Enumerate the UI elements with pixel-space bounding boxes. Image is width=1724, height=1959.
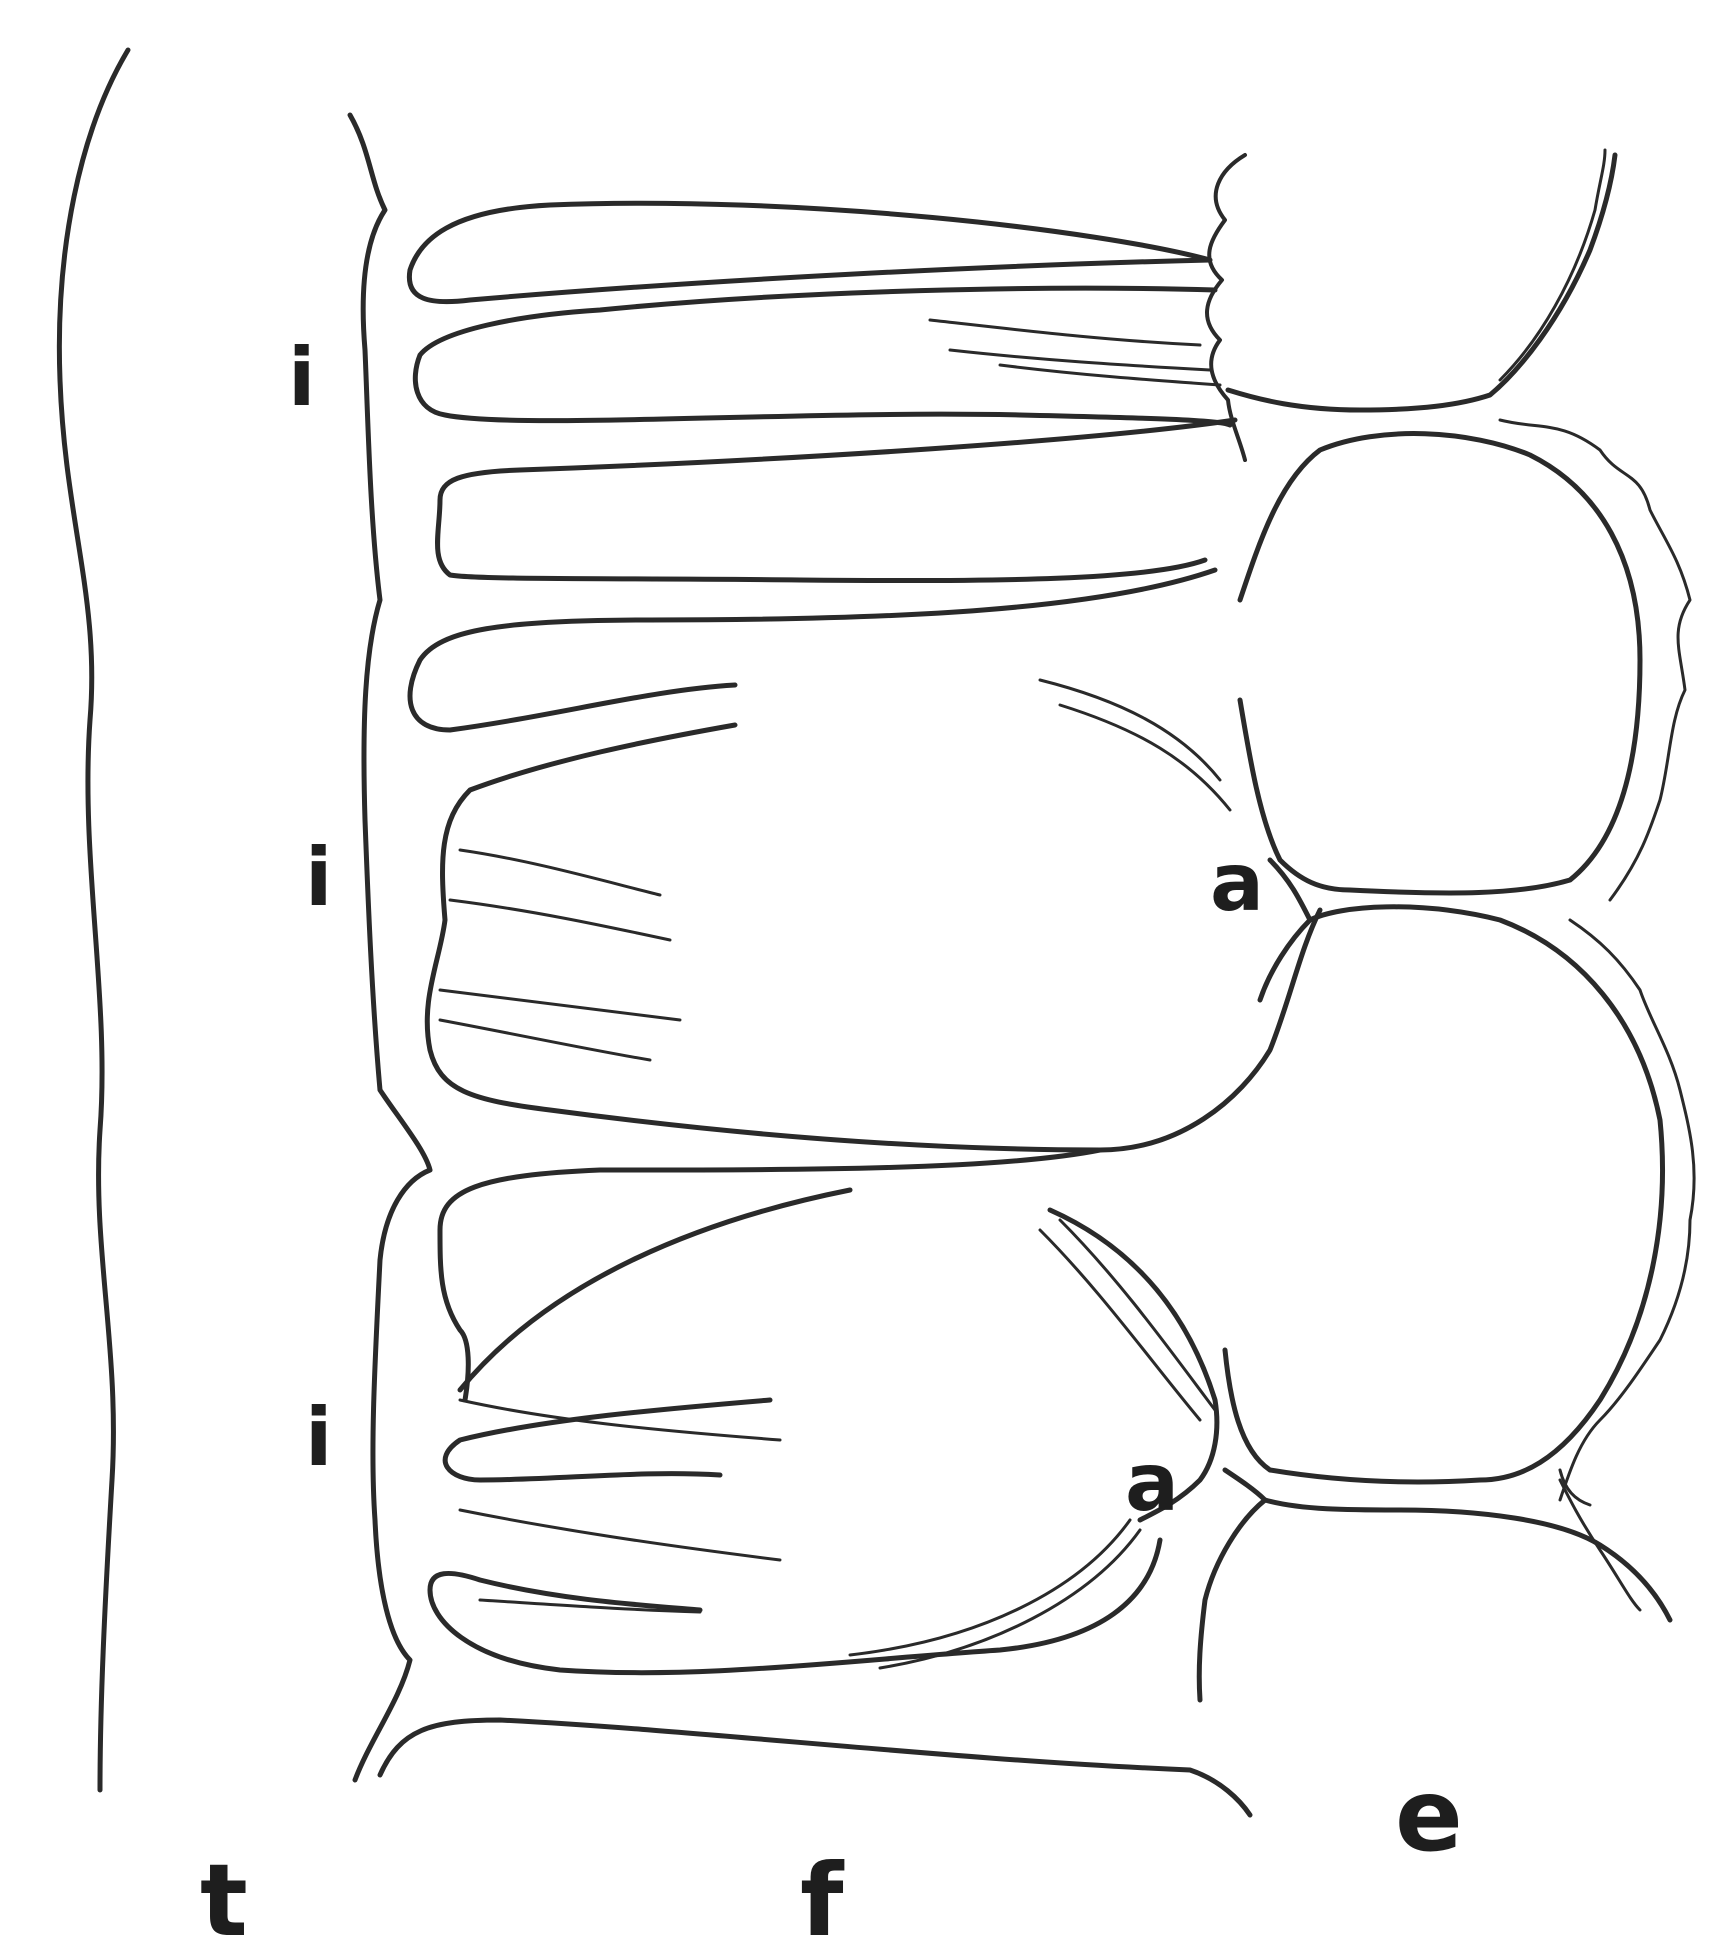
junction-a-upper bbox=[1260, 860, 1310, 1000]
middle-striation-2 bbox=[1060, 705, 1230, 810]
middle-striation-1 bbox=[1040, 680, 1220, 780]
label-f: f bbox=[800, 1842, 845, 1959]
middle-striation-5 bbox=[440, 990, 680, 1020]
lower-cell-1 bbox=[440, 1150, 1100, 1400]
upper-striation-1 bbox=[930, 320, 1200, 345]
round-cell-upper bbox=[1240, 434, 1640, 893]
label-a-upper: a bbox=[1210, 836, 1264, 929]
round-cell-upper-wavy-edge bbox=[1500, 420, 1690, 900]
top-right-cell bbox=[1228, 155, 1615, 410]
lower-striation-2 bbox=[460, 1510, 780, 1560]
lower-cell-3 bbox=[445, 1400, 770, 1480]
lower-striation-5 bbox=[1060, 1220, 1215, 1410]
round-cell-lower-wavy-edge bbox=[1560, 920, 1694, 1500]
label-i-middle: i bbox=[305, 831, 332, 924]
junction-a-lower bbox=[1199, 1470, 1265, 1700]
lower-striation-4 bbox=[1040, 1230, 1200, 1420]
lower-striation-6 bbox=[850, 1520, 1130, 1655]
middle-striation-3 bbox=[460, 850, 660, 895]
upper-striation-2 bbox=[950, 350, 1210, 370]
middle-striation-4 bbox=[450, 900, 670, 940]
lower-striation-1 bbox=[460, 1400, 780, 1440]
outer-layer-t-boundary bbox=[59, 50, 128, 1790]
upper-cell-3 bbox=[438, 420, 1236, 581]
upper-cell-2 bbox=[415, 288, 1230, 425]
lower-cell-4 bbox=[430, 1540, 1160, 1673]
middle-striation-6 bbox=[440, 1020, 650, 1060]
middle-cell-body bbox=[427, 725, 1320, 1150]
label-e: e bbox=[1395, 1757, 1463, 1874]
middle-cell-top bbox=[410, 570, 1215, 730]
label-i-bottom: i bbox=[305, 1391, 332, 1484]
cell-bottom-border bbox=[380, 1720, 1250, 1815]
label-a-lower: a bbox=[1125, 1436, 1179, 1529]
upper-cell-wavy-end bbox=[1207, 155, 1245, 460]
label-t: t bbox=[200, 1842, 248, 1959]
bottom-right-cell bbox=[1265, 1500, 1670, 1620]
top-right-cell-inner bbox=[1500, 150, 1605, 380]
lower-cell-diagonal bbox=[460, 1190, 850, 1390]
label-i-top: i bbox=[288, 331, 315, 424]
